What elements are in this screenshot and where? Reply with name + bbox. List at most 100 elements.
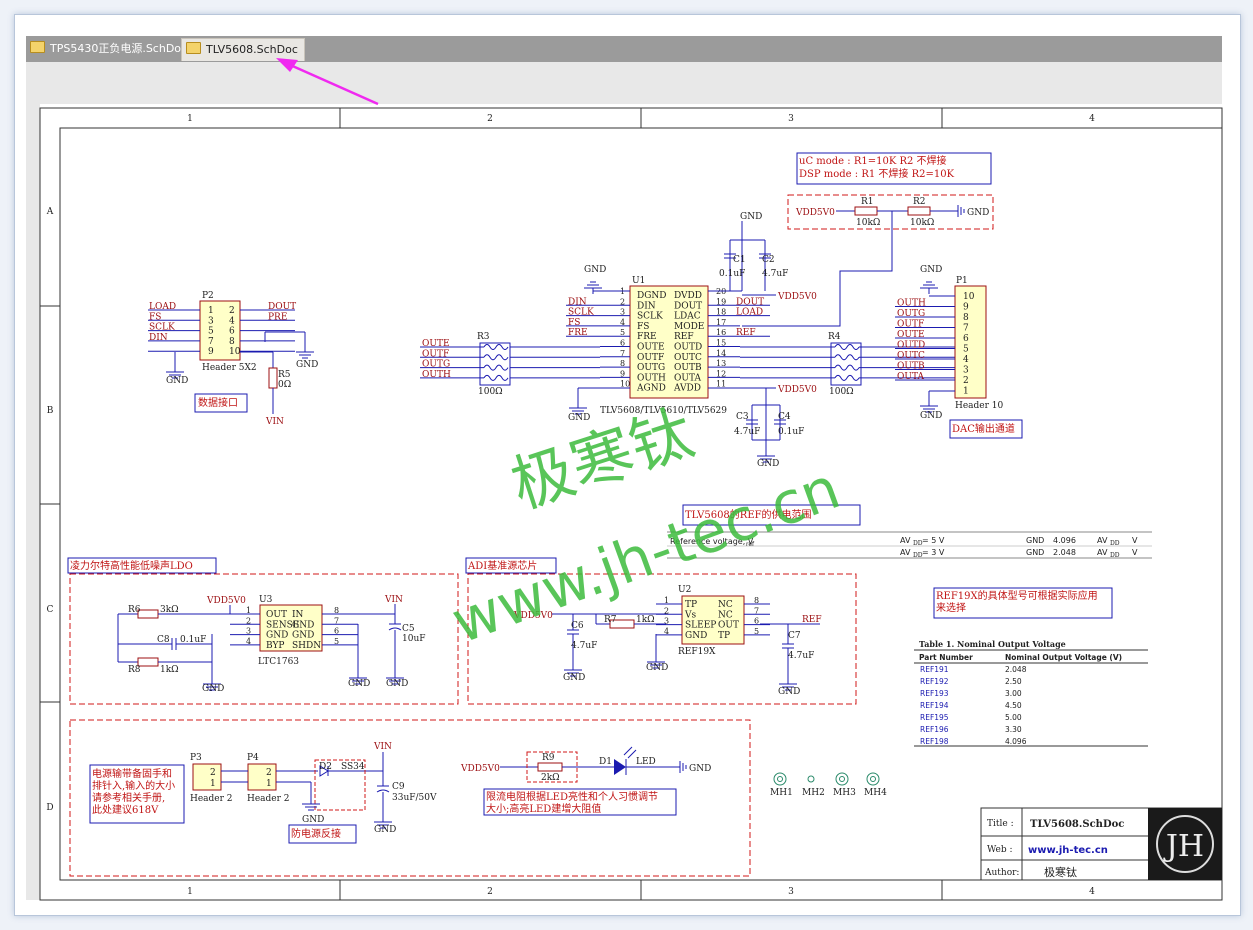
note-ref-range-box (682, 504, 861, 526)
u1-tlv5608[interactable]: U1 TLV5608/TLV5610/TLV5629 DGND1DIN2SCLK… (566, 276, 770, 416)
name-u1: TLV5608/TLV5610/TLV5629 (600, 406, 727, 416)
net-label: OUTH (897, 299, 926, 309)
u3-pin-name: SHDN (292, 641, 321, 651)
p2-pin-number: 8 (229, 337, 235, 347)
u2-pin-name: NC (718, 610, 733, 620)
ref-c4: C4 (778, 412, 791, 422)
u1-pin-number: 12 (716, 369, 726, 378)
u2-pin-number: 6 (754, 617, 759, 626)
mode-note-line1: uC mode : R1=10K R2 不焊接 (799, 154, 947, 167)
net-label: VIN (265, 417, 284, 427)
u1-pin-number: 10 (620, 380, 630, 389)
u1-pin-name: FRE (637, 332, 657, 342)
u2-pin-number: 2 (664, 606, 669, 615)
net-label: OUTF (897, 320, 924, 330)
note-led-box (483, 788, 677, 816)
net-label: OUTG (897, 309, 925, 319)
val-c2: 4.7uF (762, 269, 788, 279)
voltage-cell: 3.30 (1005, 725, 1022, 734)
voltage-cell: 4.096 (1005, 737, 1027, 746)
part-number-cell: REF191 (920, 665, 949, 674)
note-data-if: 数据接口 (198, 396, 238, 409)
u1-pin-number: 8 (620, 359, 625, 368)
ref-c2: C2 (762, 255, 775, 265)
logo: JH (1163, 829, 1204, 864)
net-label: GND (202, 684, 224, 694)
net-label: DIN (149, 333, 168, 343)
u1-pin-name: AGND (636, 384, 666, 394)
ref-mh2: MH2 (802, 788, 825, 798)
tab-label: TLV5608.SchDoc (206, 43, 298, 56)
val-c6: 4.7uF (571, 641, 597, 651)
ref-r7: R7 (604, 615, 617, 625)
p2-pin-number: 5 (208, 327, 214, 337)
net-label: OUTC (897, 351, 925, 361)
part-number-cell: REF198 (920, 737, 949, 746)
name-p2: Header 5X2 (202, 363, 257, 373)
net-label: DOUT (736, 297, 764, 307)
u2-pin-number: 7 (754, 606, 759, 615)
net-label: VDD5V0 (513, 611, 553, 621)
grid-row-label: A (46, 207, 54, 217)
ref-u1: U1 (632, 276, 645, 286)
grid-col-label: 4 (1089, 887, 1095, 897)
ref-table-label: Reference voltage, V (670, 537, 754, 546)
net-label: DIN (568, 297, 587, 307)
val-r8: 1kΩ (160, 665, 179, 675)
net-label: OUTB (897, 362, 925, 372)
ref-table-cell: AV (1097, 536, 1108, 545)
net-label: OUTE (422, 339, 450, 349)
u3-pin-number: 7 (334, 616, 339, 625)
ref-table-cell: 4.096 (1053, 536, 1076, 545)
net-label: SCLK (149, 323, 175, 333)
u2-pin-name: TP (718, 631, 730, 641)
led-indicator[interactable]: VDD5V0 R9 2kΩ GND D1 LED (460, 746, 711, 783)
p1-pin-number: 2 (963, 376, 969, 386)
power-input[interactable]: P3 Header 2 21 P4 Header 2 21 D2 SS34 GN… (190, 742, 437, 835)
u3-pin-number: 2 (246, 616, 251, 625)
ref-mh1: MH1 (770, 788, 793, 798)
net-label: OUTF (422, 349, 449, 359)
tab-tps5430[interactable]: TPS5430正负电源.SchDoc (26, 38, 193, 60)
net-label: OUTA (897, 372, 924, 382)
u1-pin-number: 17 (716, 318, 726, 327)
name-u3: LTC1763 (258, 657, 299, 667)
u1-pin-name: DVDD (674, 291, 702, 301)
p1-pin-number: 3 (963, 366, 969, 376)
pointer-arrow (276, 58, 379, 106)
net-label: GND (757, 459, 779, 469)
p1-pin-number: 7 (963, 324, 969, 334)
u3-pin-number: 8 (334, 606, 339, 615)
net-label: VIN (384, 595, 403, 605)
u1-pin-number: 15 (716, 339, 726, 348)
p1-pin-number: 8 (963, 313, 969, 323)
p2-pin-number: 6 (229, 327, 235, 337)
p1-pin-number: 1 (963, 387, 969, 397)
grid-row-label: D (46, 803, 53, 813)
net-label: GND (568, 413, 590, 423)
note-adi-box (465, 557, 557, 574)
r4-network[interactable]: R4 100Ω (740, 332, 955, 419)
canvas-margin (26, 62, 1222, 104)
net-label: VIN (373, 742, 392, 752)
tab-tlv5608[interactable]: TLV5608.SchDoc (181, 38, 305, 61)
u3-pin-number: 5 (334, 637, 339, 646)
mounting-holes: MH1 MH2 MH3 MH4 (770, 772, 887, 798)
title-value: TLV5608.SchDoc (1030, 819, 1124, 830)
grid-col-label: 4 (1089, 114, 1095, 124)
p1-header10[interactable]: P1 Header 10 109OUTH8OUTG7OUTF6OUTE5OUTD… (895, 265, 1004, 421)
part-number-cell: REF195 (920, 713, 949, 722)
schematic-file-icon (186, 42, 201, 54)
ref-table-cell: = 5 V (922, 536, 945, 545)
u1-pin-number: 16 (716, 328, 726, 337)
u3-pin-number: 1 (246, 606, 251, 615)
web-label: Web : (987, 845, 1013, 855)
name-p3: Header 2 (190, 794, 233, 804)
u1-pin-number: 11 (716, 380, 726, 389)
